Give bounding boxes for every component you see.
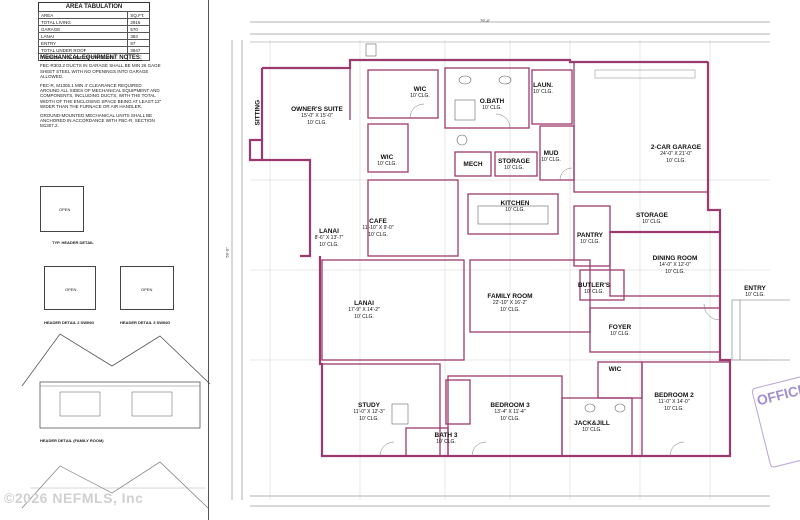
header-3-swing-sketch: OPEN [120, 266, 174, 310]
room-pantry: PANTRY 10' CLG. [577, 232, 603, 245]
family-room-header-label: HEADER DETAIL (FAMILY ROOM) [40, 438, 104, 443]
room-owners-suite: OWNER'S SUITE 15'-0" X 15'-0" 10' CLG. [291, 106, 343, 126]
room-bedroom-2: BEDROOM 2 11'-0" X 14'-0" 10' CLG. [654, 392, 694, 412]
room-garage: 2-CAR GARAGE 24'-0" X 21'-0" 10' CLG. [650, 144, 702, 164]
room-wic-3: WIC [608, 366, 622, 373]
header-3-swing-label: HEADER DETAIL 3 SWING [120, 320, 171, 325]
copyright-watermark: ©2026 NEFMLS, Inc [4, 490, 144, 506]
mechanical-notes-title: MECHANICAL EQUIPMENT NOTES: [40, 55, 142, 61]
room-storage-2: STORAGE 10' CLG. [635, 212, 669, 225]
area-tabulation-title: AREA TABULATION [38, 2, 150, 11]
room-mud: MUD 10' CLG. [541, 150, 561, 163]
room-bath-3: BATH 3 10' CLG. [434, 432, 458, 445]
room-bedroom-3: BEDROOM 3 13'-4" X 11'-4" 10' CLG. [490, 402, 530, 422]
room-lanai-2: LANAI 17'-9" X 14'-2" 10' CLG. [348, 300, 380, 320]
mechanical-notes: MECHANICAL EQUIPMENT NOTES: FBC-R303.2 D… [40, 55, 180, 129]
room-dining: DINING ROOM 14'-0" X 12'-0" 10' CLG. [652, 255, 698, 275]
room-mech: MECH [463, 161, 483, 168]
overall-depth-dimension: 59'-0" [224, 247, 230, 258]
sheet-border-line [208, 0, 209, 520]
room-lanai-1: LANAI 8'-6" X 13'-7" 10' CLG. [314, 228, 344, 248]
room-foyer: FOYER 10' CLG. [608, 324, 632, 337]
room-storage-1: STORAGE 10' CLG. [497, 158, 531, 171]
room-entry: ENTRY 10' CLG. [744, 285, 766, 298]
room-laundry: LAUN. 10' CLG. [533, 82, 553, 95]
header-2-swing-label: HEADER DETAIL 2 SWING [44, 320, 95, 325]
header-2-swing-sketch: OPEN [44, 266, 96, 310]
room-study: STUDY 11'-0" X 12'-3" 10' CLG. [353, 402, 385, 422]
room-jack-and-jill: JACK&JILL 10' CLG. [574, 420, 610, 433]
typ-header-detail-label: TYP. HEADER DETAIL [52, 240, 94, 245]
room-family: FAMILY ROOM 22'-10" X 16'-2" 10' CLG. [487, 293, 533, 313]
room-butlers: BUTLER'S 10' CLG. [577, 282, 611, 295]
room-kitchen: KITCHEN 10' CLG. [500, 200, 530, 213]
floor-plan [231, 21, 790, 507]
roof-elevation-sketch [21, 461, 209, 509]
overall-width-dimension: 79'-4" [480, 18, 491, 23]
room-owner-bath: O.BATH 10' CLG. [479, 98, 505, 111]
typ-header-detail-sketch: OPEN [40, 186, 84, 232]
room-cafe: CAFE 11'-10" X 9'-0" 10' CLG. [362, 218, 394, 238]
family-room-header-elevation [21, 333, 211, 429]
room-wic-owner: WIC 10' CLG. [410, 86, 430, 99]
table-row: THERMAL VOLUME OF DWELLING [37, 53, 150, 61]
room-sitting: SITTING [254, 99, 262, 126]
room-wic-2: WIC 10' CLG. [377, 154, 397, 167]
